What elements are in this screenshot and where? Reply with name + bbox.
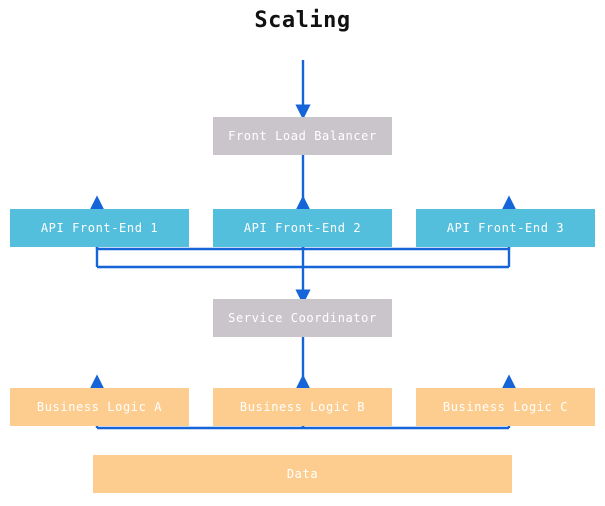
node-business-logic-c[interactable]: Business Logic C: [416, 388, 595, 426]
node-front-load-balancer-label: Front Load Balancer: [228, 129, 377, 143]
node-service-coordinator[interactable]: Service Coordinator: [213, 299, 392, 337]
node-business-logic-a[interactable]: Business Logic A: [10, 388, 189, 426]
node-api-front-end-3-label: API Front-End 3: [446, 221, 565, 235]
node-api-front-end-3[interactable]: API Front-End 3: [416, 209, 595, 247]
node-service-coordinator-label: Service Coordinator: [228, 311, 377, 325]
node-front-load-balancer[interactable]: Front Load Balancer: [213, 117, 392, 155]
node-data[interactable]: Data: [93, 455, 512, 493]
node-data-label: Data: [286, 467, 319, 481]
node-api-front-end-1-label: API Front-End 1: [40, 221, 159, 235]
node-business-logic-c-label: Business Logic C: [442, 400, 569, 414]
node-business-logic-b-label: Business Logic B: [239, 400, 366, 414]
node-business-logic-a-label: Business Logic A: [36, 400, 163, 414]
node-api-front-end-2[interactable]: API Front-End 2: [213, 209, 392, 247]
page-title: Scaling: [254, 8, 351, 33]
node-api-front-end-1[interactable]: API Front-End 1: [10, 209, 189, 247]
node-business-logic-b[interactable]: Business Logic B: [213, 388, 392, 426]
node-api-front-end-2-label: API Front-End 2: [243, 221, 362, 235]
